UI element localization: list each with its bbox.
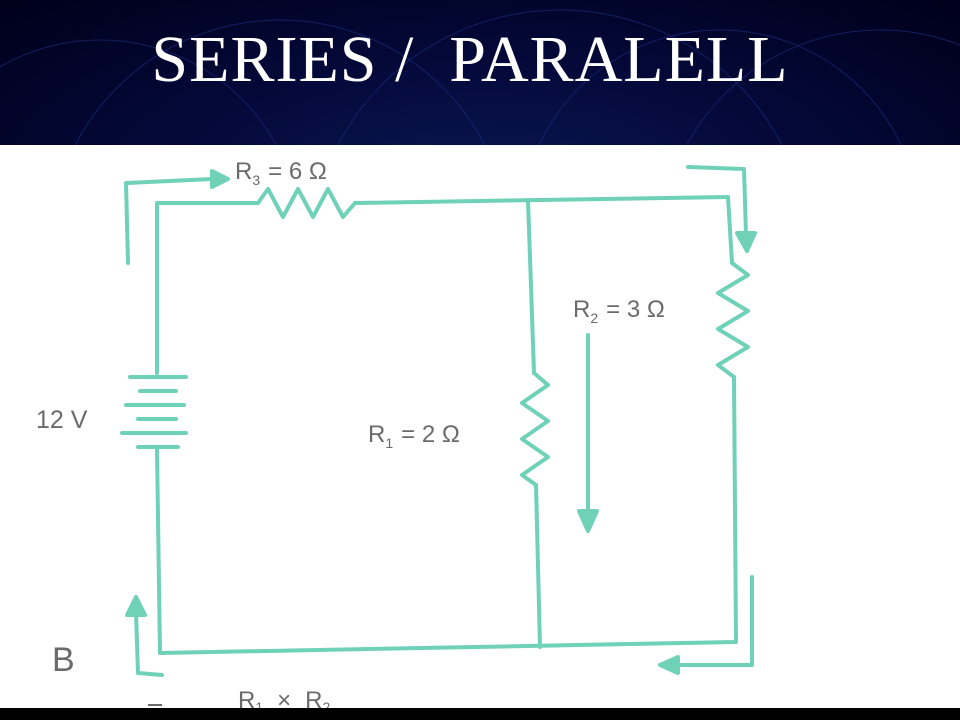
- wire-middle-bottom: [534, 483, 542, 649]
- resistor-r1-label: R1= 2 Ω: [368, 421, 460, 451]
- resistor-r2-label: R2= 3 Ω: [573, 296, 665, 326]
- arrow-top-right-head: [735, 231, 757, 253]
- slide-title: SERIES / PARALELL: [151, 23, 789, 96]
- battery-voltage-label: 12 V: [36, 406, 88, 434]
- circuit-diagram: R3= 6 Ω R2= 3 Ω R1= 2 Ω 12 V B R1×R2: [0, 145, 960, 708]
- arrow-top-right: [686, 165, 748, 237]
- arrow-bottom-right-head: [658, 655, 680, 675]
- arrow-middle-head: [577, 509, 599, 533]
- resistor-r3-label: R3= 6 Ω: [235, 158, 327, 188]
- figure-letter: B: [52, 641, 75, 679]
- resistor-r1-zigzag: [520, 371, 550, 487]
- circuit-svg: R3= 6 Ω R2= 3 Ω R1= 2 Ω 12 V B R1×R2: [36, 158, 757, 708]
- arrow-bottom-left-head: [125, 595, 147, 617]
- labels: R3= 6 Ω R2= 3 Ω R1= 2 Ω 12 V B R1×R2: [36, 158, 665, 708]
- arrow-bottom-right: [674, 575, 754, 667]
- arrow-bottom-left: [134, 611, 164, 677]
- wire-top-right: [353, 195, 734, 265]
- wire-top-left: [155, 201, 260, 362]
- bottom-bar: [0, 708, 960, 720]
- slide-header: SERIES / PARALELL: [0, 0, 960, 145]
- resistor-r2-zigzag: [716, 261, 750, 379]
- header-decoration: [0, 9, 960, 145]
- arrow-top-left: [124, 177, 214, 265]
- battery: [120, 358, 188, 459]
- current-arrows: [124, 165, 757, 677]
- formula-fragment: R1×R2: [238, 687, 331, 708]
- resistor-r3-zigzag: [256, 187, 357, 219]
- wire-middle-top: [526, 198, 536, 375]
- arrow-top-left-head: [210, 169, 230, 189]
- wires: [155, 187, 750, 655]
- wire-right: [155, 375, 738, 655]
